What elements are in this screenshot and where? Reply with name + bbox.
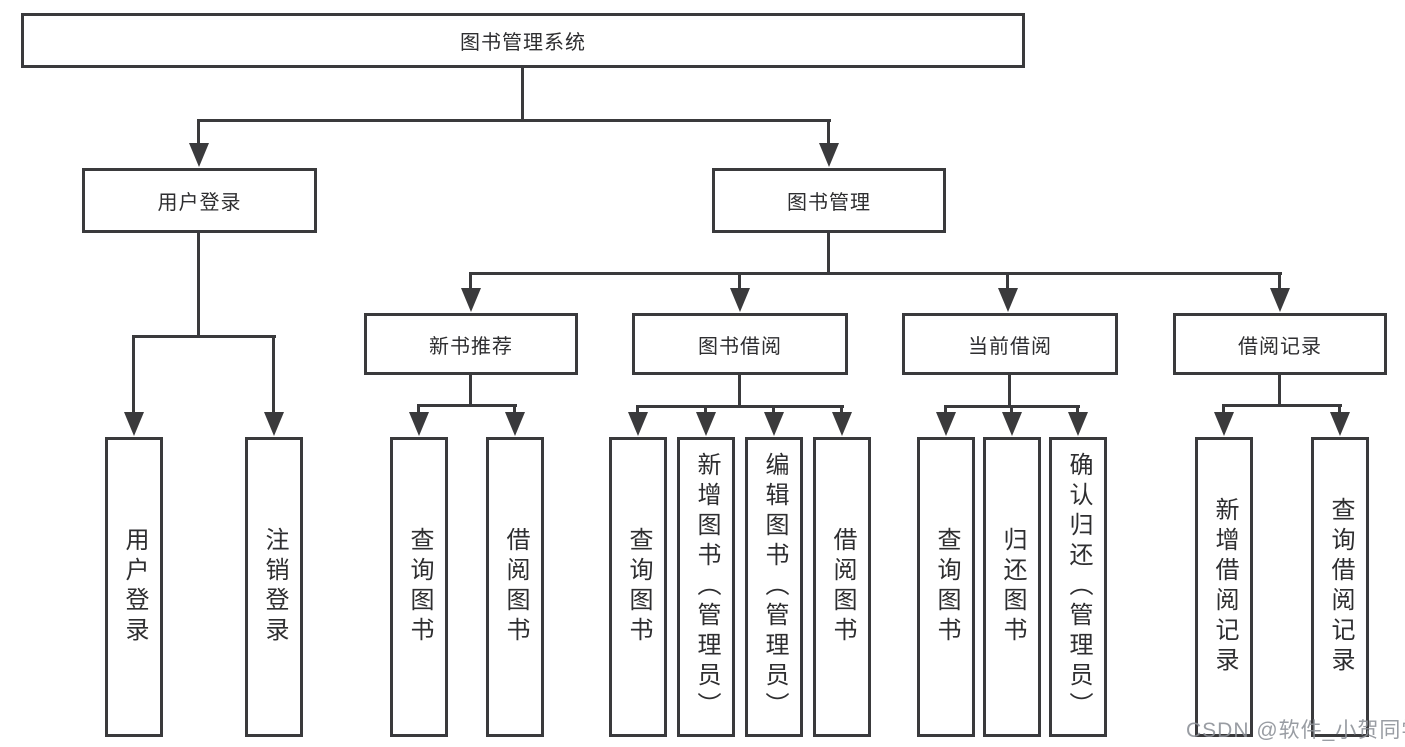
arrow-down-icon: [1002, 412, 1022, 436]
leaf-query-books-borrowing: 查询图书: [609, 437, 667, 737]
leaf-add-borrow-record: 新增借阅记录: [1195, 437, 1253, 737]
connector-vline: [636, 405, 639, 414]
leaf-query-books-current-label: 查询图书: [933, 527, 960, 647]
arrow-down-icon: [461, 288, 481, 312]
leaf-borrow-books-recommend: 借阅图书: [486, 437, 544, 737]
connector-hline: [418, 404, 517, 407]
connector-vline: [469, 373, 472, 407]
connector-vline: [197, 231, 200, 337]
arrow-down-icon: [764, 412, 784, 436]
leaf-query-borrow-record-label: 查询借阅记录: [1327, 497, 1354, 677]
connector-vline: [827, 231, 830, 275]
leaf-add-borrow-record-label: 新增借阅记录: [1211, 497, 1238, 677]
leaf-confirm-return-admin: 确认归还（管理员）: [1049, 437, 1107, 737]
arrow-down-icon: [409, 412, 429, 436]
connector-vline: [827, 119, 830, 147]
arrow-down-icon: [936, 412, 956, 436]
node-book-borrowing: 图书借阅: [632, 313, 848, 375]
leaf-user-login-label: 用户登录: [121, 527, 148, 647]
arrow-down-icon: [832, 412, 852, 436]
leaf-add-books-admin-label: 新增图书（管理员）: [693, 452, 720, 722]
node-current-borrowing-label: 当前借阅: [968, 335, 1052, 358]
connector-vline: [521, 68, 524, 122]
arrow-down-icon: [998, 288, 1018, 312]
arrow-down-icon: [505, 412, 525, 436]
arrow-down-icon: [1068, 412, 1088, 436]
connector-vline: [272, 335, 275, 414]
connector-vline: [1278, 373, 1281, 407]
leaf-borrow-books-borrowing: 借阅图书: [813, 437, 871, 737]
arrow-down-icon: [1214, 412, 1234, 436]
arrow-down-icon: [124, 412, 144, 436]
node-borrowing-records: 借阅记录: [1173, 313, 1387, 375]
connector-vline: [417, 404, 420, 414]
leaf-add-books-admin: 新增图书（管理员）: [677, 437, 735, 737]
connector-vline: [1010, 405, 1013, 414]
node-book-management-label: 图书管理: [787, 192, 871, 214]
node-book-borrowing-label: 图书借阅: [698, 335, 782, 358]
leaf-borrow-books-borrowing-label: 借阅图书: [829, 527, 856, 647]
arrow-down-icon: [628, 412, 648, 436]
connector-vline: [738, 373, 741, 407]
connector-vline: [513, 404, 516, 414]
arrow-down-icon: [1270, 288, 1290, 312]
connector-vline: [1338, 404, 1341, 414]
arrow-down-icon: [730, 288, 750, 312]
leaf-query-books-current: 查询图书: [917, 437, 975, 737]
node-new-book-recommendation: 新书推荐: [364, 313, 578, 375]
leaf-edit-books-admin: 编辑图书（管理员）: [745, 437, 803, 737]
leaf-logout: 注销登录: [245, 437, 303, 737]
connector-vline: [197, 119, 200, 147]
connector-hline: [637, 405, 844, 408]
connector-vline: [132, 335, 135, 414]
connector-vline: [1076, 405, 1079, 414]
connector-hline: [470, 272, 1282, 275]
leaf-query-books-borrowing-label: 查询图书: [625, 527, 652, 647]
leaf-query-books-recommend-label: 查询图书: [406, 527, 433, 647]
leaf-borrow-books-recommend-label: 借阅图书: [502, 527, 529, 647]
connector-vline: [840, 405, 843, 414]
arrow-down-icon: [819, 143, 839, 167]
leaf-logout-label: 注销登录: [261, 527, 288, 647]
node-user-login: 用户登录: [82, 168, 317, 233]
node-new-book-recommendation-label: 新书推荐: [429, 335, 513, 358]
connector-vline: [772, 405, 775, 414]
connector-hline: [1223, 404, 1342, 407]
leaf-user-login: 用户登录: [105, 437, 163, 737]
connector-vline: [1008, 373, 1011, 407]
connector-vline: [1278, 272, 1281, 291]
leaf-edit-books-admin-label: 编辑图书（管理员）: [761, 452, 788, 722]
connector-hline: [133, 335, 276, 338]
leaf-return-books: 归还图书: [983, 437, 1041, 737]
arrow-down-icon: [1330, 412, 1350, 436]
connector-vline: [704, 405, 707, 414]
leaf-confirm-return-admin-label: 确认归还（管理员）: [1065, 452, 1092, 722]
node-root: 图书管理系统: [21, 13, 1025, 68]
node-user-login-label: 用户登录: [157, 192, 242, 214]
node-current-borrowing: 当前借阅: [902, 313, 1118, 375]
arrow-down-icon: [696, 412, 716, 436]
node-borrowing-records-label: 借阅记录: [1238, 335, 1322, 358]
leaf-return-books-label: 归还图书: [999, 527, 1026, 647]
connector-vline: [944, 405, 947, 414]
arrow-down-icon: [264, 412, 284, 436]
arrow-down-icon: [189, 143, 209, 167]
node-book-management: 图书管理: [712, 168, 946, 233]
connector-vline: [738, 272, 741, 291]
connector-vline: [469, 272, 472, 291]
leaf-query-books-recommend: 查询图书: [390, 437, 448, 737]
csdn-watermark: CSDN @软件_小贺同学: [1186, 719, 1405, 742]
node-root-label: 图书管理系统: [460, 32, 586, 54]
connector-hline: [198, 119, 831, 122]
leaf-query-borrow-record: 查询借阅记录: [1311, 437, 1369, 737]
connector-vline: [1222, 404, 1225, 414]
connector-vline: [1006, 272, 1009, 291]
